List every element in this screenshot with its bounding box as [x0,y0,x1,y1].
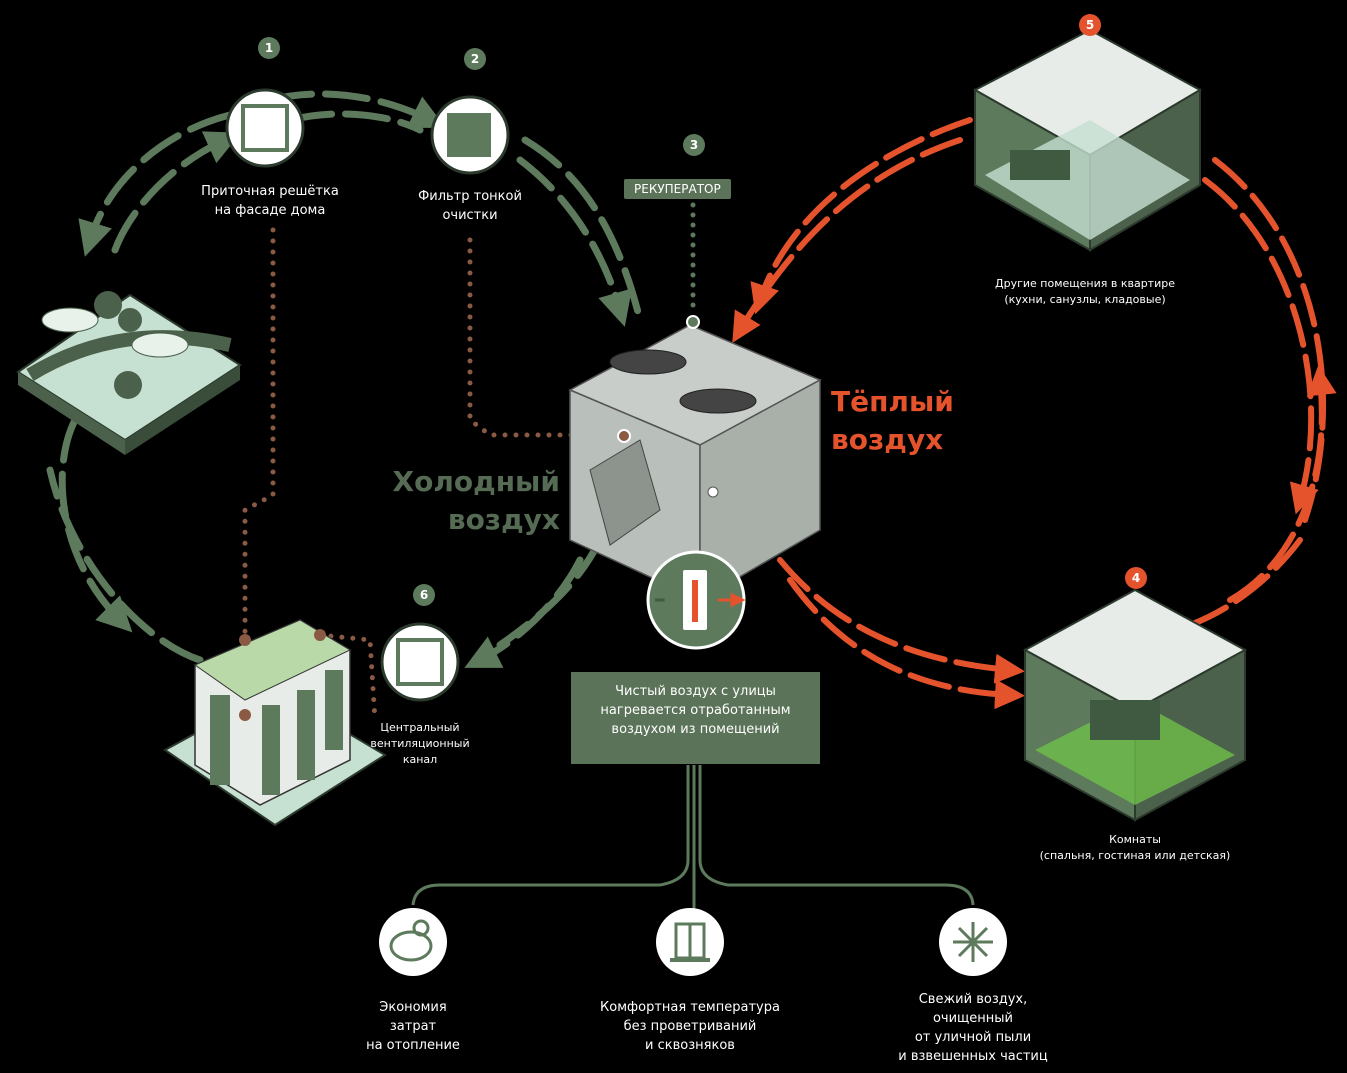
supply-air-path [46,90,644,668]
step-1-label: Приточная решётка на фасаде дома [201,184,339,218]
recuperator-unit [568,315,822,602]
park-scene [16,291,242,455]
cold-air-label: Холодный воздух [392,465,560,536]
step-3-badge: 3 [683,134,705,156]
benefit-3-label: Свежий воздух, очищенный от уличной пыли… [898,992,1048,1064]
benefit-1-label: Экономия затрат на отопление [366,1000,460,1053]
step-6-label: Центральный вентиляционный канал [370,721,470,766]
step-5-label: Другие помещения в квартире (кухни, сану… [995,277,1175,306]
step-4-label: Комнаты (спальня, гостиная или детская) [1039,833,1231,862]
snowflake-icon [939,908,1007,976]
info-box: Чистый воздух с улицы нагревается отрабо… [571,672,820,764]
benefit-lines [411,765,975,910]
recuperator-label: РЕКУПЕРАТОР [624,179,731,199]
warm-air-label: Тёплый воздух [831,385,954,456]
step-6-badge: 6 [413,584,435,606]
step-icons [225,88,510,702]
warm-air-path [732,117,1337,710]
step-5-badge: 5 [1079,14,1101,36]
apartment-building [163,619,387,827]
step-2-badge: 2 [464,48,486,70]
benefit-2-label: Комфортная температура без проветриваний… [600,1000,780,1053]
step-1-badge: 1 [258,37,280,59]
bedroom-room [1022,588,1248,822]
kitchen-room [972,28,1203,252]
dotted-connectors [242,227,623,723]
window-icon [656,908,724,976]
piggy-bank-icon [379,908,447,976]
step-2-label: Фильтр тонкой очистки [418,189,522,223]
thermometer-icon [646,550,746,650]
step-4-badge: 4 [1125,567,1147,589]
